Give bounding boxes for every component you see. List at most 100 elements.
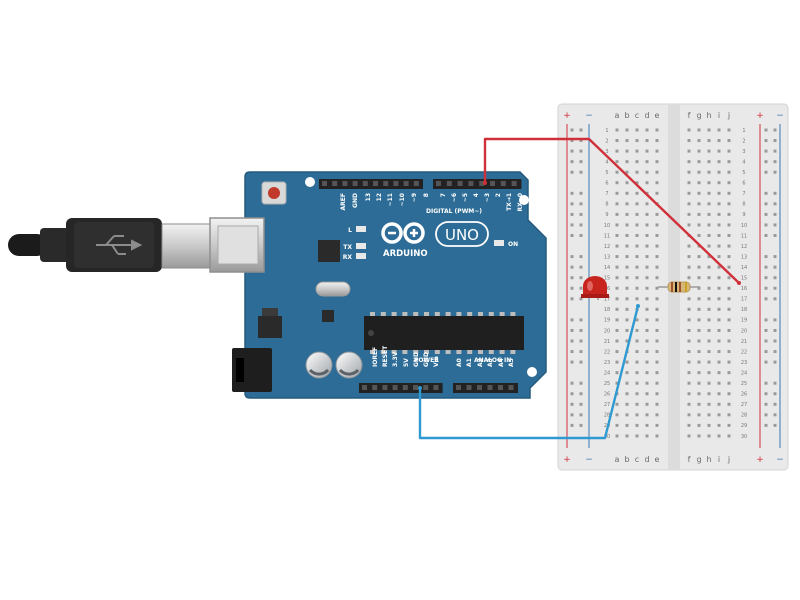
row-number: 3	[605, 149, 608, 155]
breadboard-hole	[645, 297, 649, 301]
breadboard-hole	[635, 328, 639, 332]
rail-hole	[773, 423, 777, 427]
breadboard-hole	[707, 328, 711, 332]
breadboard-hole	[727, 402, 731, 406]
breadboard-hole	[645, 413, 649, 417]
arduino-logo-icon	[381, 222, 425, 244]
power-rails	[566, 124, 781, 448]
rail-hole	[773, 381, 777, 385]
tx-led	[356, 243, 366, 249]
usb-interface-chip	[318, 240, 340, 262]
breadboard-hole	[655, 318, 659, 322]
column-letter: i	[718, 111, 720, 120]
pin-label: A2	[477, 358, 484, 367]
rail-hole	[570, 234, 574, 237]
breadboard-hole	[707, 371, 711, 375]
arduino-logo-text: ARDUINO	[383, 249, 428, 259]
breadboard-hole	[635, 234, 639, 237]
breadboard-hole	[635, 265, 639, 269]
ic-pin	[391, 350, 397, 354]
voltage-regulator	[258, 316, 282, 338]
row-number: 6	[605, 181, 608, 187]
column-letter: j	[727, 111, 730, 120]
column-letter: a	[615, 111, 620, 120]
breadboard-hole	[687, 318, 691, 322]
rail-hole	[570, 286, 574, 290]
breadboard-hole	[625, 423, 629, 427]
row-number: 22	[604, 349, 610, 355]
breadboard-hole	[687, 381, 691, 385]
rail-hole	[570, 170, 574, 174]
breadboard-hole	[687, 328, 691, 332]
breadboard-hole	[645, 307, 649, 311]
breadboard-hole	[635, 381, 639, 385]
rail-hole	[764, 191, 768, 195]
breadboard-hole	[655, 350, 659, 354]
pin-label: RESET	[382, 345, 389, 367]
rail-hole	[773, 223, 777, 227]
breadboard-hole	[655, 307, 659, 311]
rail-plus-label: +	[563, 111, 571, 121]
pin-label: 3.3V	[392, 351, 399, 367]
red-wire	[483, 137, 740, 284]
breadboard-hole	[697, 234, 701, 237]
ic-pin	[488, 350, 494, 354]
breadboard-hole	[615, 234, 619, 237]
pin-label: RX←0	[517, 193, 524, 211]
breadboard-hole	[707, 392, 711, 396]
rx-led	[356, 253, 366, 259]
digital-header-pin	[436, 181, 441, 186]
rail-hole	[764, 202, 768, 206]
pin-label: ~6	[451, 193, 458, 202]
breadboard-hole	[615, 413, 619, 417]
breadboard-hole	[697, 339, 701, 343]
rail-hole	[579, 402, 583, 406]
rail-hole	[773, 318, 777, 322]
breadboard-hole	[707, 234, 711, 237]
breadboard-hole	[697, 434, 701, 438]
breadboard-hole	[625, 139, 629, 143]
rail-hole	[570, 255, 574, 259]
pin-label: GND	[352, 193, 359, 208]
breadboard-hole	[615, 160, 619, 164]
breadboard-hole	[717, 255, 721, 259]
rail-hole	[773, 212, 777, 216]
breadboard-hole	[687, 139, 691, 143]
row-number: 4	[742, 159, 745, 165]
breadboard-hole	[625, 223, 629, 227]
row-number: 15	[741, 276, 747, 282]
analog-header-strip	[453, 383, 518, 393]
pin-label: A0	[456, 358, 463, 367]
mounting-hole	[305, 177, 315, 187]
breadboard-hole	[707, 360, 711, 364]
breadboard-hole	[697, 170, 701, 174]
breadboard-hole	[697, 255, 701, 259]
rail-hole	[764, 328, 768, 332]
pin-label: IOREF	[372, 347, 379, 367]
breadboard-hole	[727, 170, 731, 174]
breadboard-hole	[635, 223, 639, 227]
breadboard-hole	[625, 371, 629, 375]
breadboard-hole	[615, 307, 619, 311]
breadboard-hole	[635, 392, 639, 396]
breadboard-hole	[687, 413, 691, 417]
breadboard-hole	[717, 402, 721, 406]
digital-header-strip	[433, 179, 522, 189]
breadboard-hole	[655, 149, 659, 153]
rail-hole	[773, 392, 777, 396]
analog-header-pin	[498, 385, 503, 390]
breadboard-hole	[727, 128, 731, 132]
breadboard-hole	[635, 371, 639, 375]
breadboard-hole	[655, 181, 659, 185]
digital-header-pin	[468, 181, 474, 186]
rail-hole	[764, 350, 768, 354]
breadboard-hole	[727, 360, 731, 364]
row-number: 9	[742, 212, 745, 218]
digital-header-pin	[393, 181, 399, 186]
column-letter: c	[635, 455, 639, 464]
rail-hole	[570, 413, 574, 417]
pin-label: AREF	[340, 193, 347, 210]
analog-label: ANALOG IN	[474, 357, 511, 364]
row-number: 22	[741, 349, 747, 355]
ic-pin	[413, 350, 419, 354]
